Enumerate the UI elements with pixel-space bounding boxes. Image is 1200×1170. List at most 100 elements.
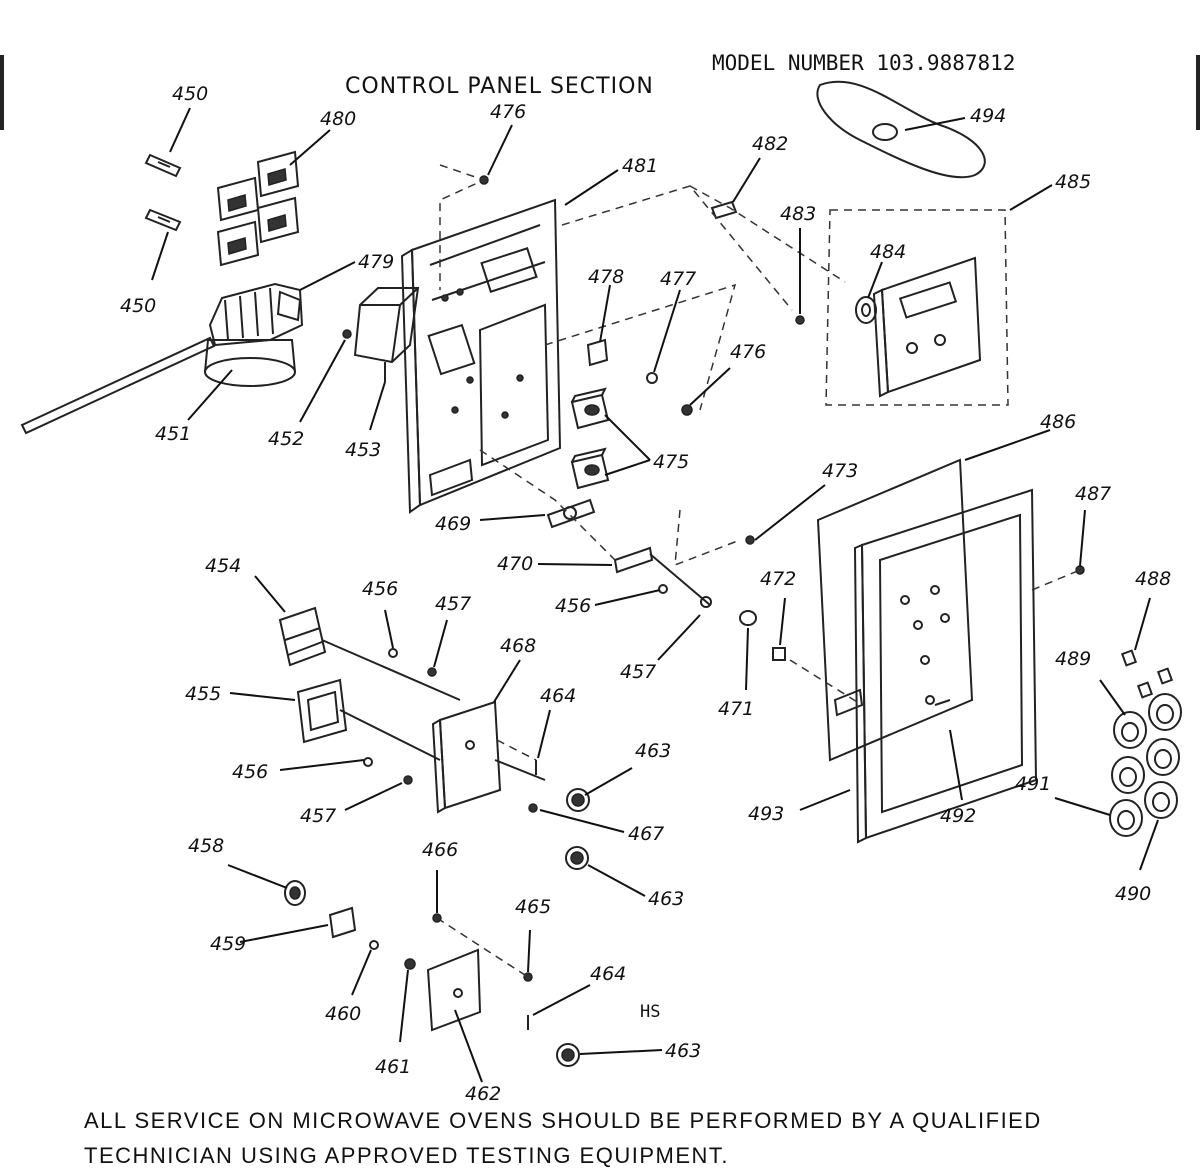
callout-480: 480 bbox=[320, 108, 356, 130]
callout-487: 487 bbox=[1075, 483, 1111, 505]
callout-457-top: 457 bbox=[435, 593, 471, 615]
washer-456-left-bottom bbox=[363, 757, 373, 767]
callout-471: 471 bbox=[718, 698, 754, 720]
callout-489: 489 bbox=[1055, 648, 1091, 670]
callout-456-mid: 456 bbox=[555, 595, 591, 617]
callout-476-top: 476 bbox=[490, 101, 526, 123]
callout-456-top: 456 bbox=[362, 578, 398, 600]
screw-473 bbox=[745, 535, 755, 545]
callout-458: 458 bbox=[188, 835, 224, 857]
bracket-462 bbox=[426, 948, 482, 1032]
screw-457-mid bbox=[700, 596, 712, 608]
callout-494: 494 bbox=[970, 105, 1006, 127]
callout-488: 488 bbox=[1135, 568, 1171, 590]
spacer-471 bbox=[739, 610, 757, 626]
nut-463-bottom bbox=[556, 1043, 580, 1067]
model-number: MODEL NUMBER 103.9887812 bbox=[712, 51, 1015, 75]
switch-assembly-479 bbox=[208, 282, 304, 347]
timer-shaft-451 bbox=[20, 336, 296, 435]
callout-493: 493 bbox=[748, 803, 784, 825]
callout-452: 452 bbox=[268, 428, 304, 450]
callout-472: 472 bbox=[760, 568, 796, 590]
callout-478: 478 bbox=[588, 266, 624, 288]
callout-463-bottom: 463 bbox=[665, 1040, 701, 1062]
relay-475-bottom bbox=[570, 447, 610, 490]
spring-482 bbox=[710, 200, 738, 220]
right-edge-mark bbox=[1196, 55, 1200, 130]
switch-block-480 bbox=[216, 150, 300, 267]
bracket-470 bbox=[613, 546, 711, 606]
callout-454: 454 bbox=[205, 555, 241, 577]
bracket-478 bbox=[586, 338, 609, 367]
connector-450-bottom bbox=[144, 208, 182, 232]
leader-lines bbox=[151, 107, 1159, 1083]
callout-483: 483 bbox=[780, 203, 816, 225]
callout-465: 465 bbox=[515, 896, 551, 918]
callout-490: 490 bbox=[1115, 883, 1151, 905]
hs-mark: HS bbox=[640, 1002, 660, 1022]
transformer-453 bbox=[353, 287, 420, 382]
callout-459: 459 bbox=[210, 933, 246, 955]
callout-463-mid: 463 bbox=[648, 888, 684, 910]
nut-461 bbox=[404, 958, 416, 970]
screw-457-left-bottom bbox=[403, 775, 413, 785]
callout-492: 492 bbox=[940, 805, 976, 827]
callout-464-top: 464 bbox=[540, 685, 576, 707]
callout-470: 470 bbox=[497, 553, 533, 575]
service-note-line-2: TECHNICIAN USING APPROVED TESTING EQUIPM… bbox=[84, 1143, 730, 1168]
washer-456-left-top bbox=[388, 648, 398, 658]
screw-457-left-top bbox=[427, 667, 437, 677]
assembly-guides bbox=[436, 164, 1081, 978]
shaft-469 bbox=[546, 498, 596, 529]
diagram-title: CONTROL PANEL SECTION bbox=[345, 74, 654, 99]
callout-467: 467 bbox=[628, 823, 664, 845]
relay-475-top bbox=[570, 387, 610, 430]
callout-453: 453 bbox=[345, 439, 381, 461]
screw-465 bbox=[523, 972, 533, 982]
screw-487 bbox=[1075, 565, 1085, 575]
display-assembly-485 bbox=[825, 209, 1009, 406]
callout-484: 484 bbox=[870, 241, 906, 263]
callout-482: 482 bbox=[752, 133, 788, 155]
callout-456-bottom: 456 bbox=[232, 761, 268, 783]
callout-476-right: 476 bbox=[730, 341, 766, 363]
callout-473: 473 bbox=[822, 460, 858, 482]
callout-451: 451 bbox=[155, 423, 191, 445]
callout-485: 485 bbox=[1055, 171, 1091, 193]
callout-468: 468 bbox=[500, 635, 536, 657]
timer-motor-454 bbox=[278, 606, 461, 701]
knob-484 bbox=[855, 296, 877, 324]
callout-486: 486 bbox=[1040, 411, 1076, 433]
callout-450-bottom: 450 bbox=[120, 295, 156, 317]
screws-488 bbox=[1120, 649, 1174, 699]
callout-457-bottom: 457 bbox=[300, 805, 336, 827]
panel-frame-481 bbox=[400, 198, 562, 514]
callout-numbers: 450 450 480 479 451 452 453 476 481 482 … bbox=[120, 83, 1171, 1105]
callout-464-bottom: 464 bbox=[590, 963, 626, 985]
left-edge-mark bbox=[0, 55, 4, 130]
plate-459 bbox=[328, 906, 357, 939]
callout-450-top: 450 bbox=[172, 83, 208, 105]
callout-463-top: 463 bbox=[635, 740, 671, 762]
callout-462: 462 bbox=[465, 1083, 501, 1105]
screw-467 bbox=[528, 803, 538, 813]
clip-472 bbox=[772, 647, 786, 661]
callout-460: 460 bbox=[325, 1003, 361, 1025]
screw-477 bbox=[646, 372, 658, 384]
overlay-panel-486 bbox=[816, 458, 974, 762]
knobs-489-491 bbox=[1109, 693, 1182, 837]
callout-461: 461 bbox=[375, 1056, 411, 1078]
connector-450-top bbox=[144, 153, 182, 178]
screw-476-right bbox=[681, 404, 693, 416]
callout-457-mid: 457 bbox=[620, 661, 656, 683]
switch-455 bbox=[296, 678, 441, 761]
callout-469: 469 bbox=[435, 513, 471, 535]
wire-harness-494 bbox=[816, 80, 986, 179]
screw-483 bbox=[795, 315, 805, 325]
callout-491: 491 bbox=[1015, 773, 1051, 795]
callout-455: 455 bbox=[185, 683, 221, 705]
callout-481: 481 bbox=[622, 155, 658, 177]
callout-466: 466 bbox=[422, 839, 458, 861]
nut-463-top bbox=[566, 788, 590, 812]
